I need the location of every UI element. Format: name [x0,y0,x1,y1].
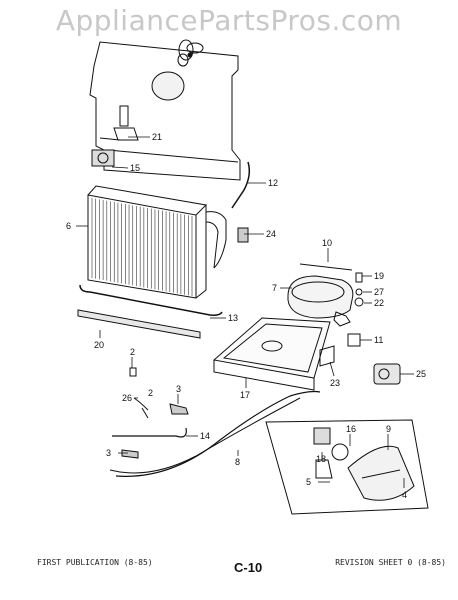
callout-12: 12 [268,178,278,188]
callout-25: 25 [416,369,426,379]
callout-20: 20 [94,340,104,350]
callout-3b: 3 [106,448,111,458]
bracket-part [113,105,139,141]
footer-publication: FIRST PUBLICATION (8-85) [37,558,153,567]
callout-21: 21 [152,132,162,142]
footer-revision: REVISION SHEET 0 (8-85) [335,558,446,567]
callout-17: 17 [240,390,250,400]
defrost-timer [373,363,401,385]
compressor [287,275,354,327]
callout-4: 4 [402,490,407,500]
page-number: C-10 [234,560,263,575]
callout-15: 15 [130,163,140,173]
callout-10: 10 [322,238,332,248]
watermark: AppliancePartsPros.com [55,4,403,37]
callout-24: 24 [266,229,276,239]
inset-detail-box [265,419,429,515]
callout-6: 6 [66,221,71,231]
callout-27: 27 [374,287,384,297]
condenser-coil [87,185,208,299]
callout-9: 9 [386,424,391,434]
callout-18: 18 [316,454,326,464]
callout-7: 7 [272,283,277,293]
callout-14: 14 [200,431,210,441]
fan-shroud-panel [89,41,241,181]
callout-11: 11 [374,335,383,345]
callout-19: 19 [374,271,384,281]
callout-26: 26 [122,393,132,403]
fan-blade-icon [177,39,204,67]
callout-2: 2 [130,347,135,357]
callout-5: 5 [306,477,311,487]
motor-mount-part [91,149,115,167]
callout-8: 8 [235,457,240,467]
callout-22: 22 [374,298,384,308]
callout-16: 16 [346,424,356,434]
drain-pan [212,317,331,391]
callout-2b: 2 [148,388,153,398]
callout-3: 3 [176,384,181,394]
callout-13: 13 [228,313,238,323]
callout-23: 23 [330,378,340,388]
